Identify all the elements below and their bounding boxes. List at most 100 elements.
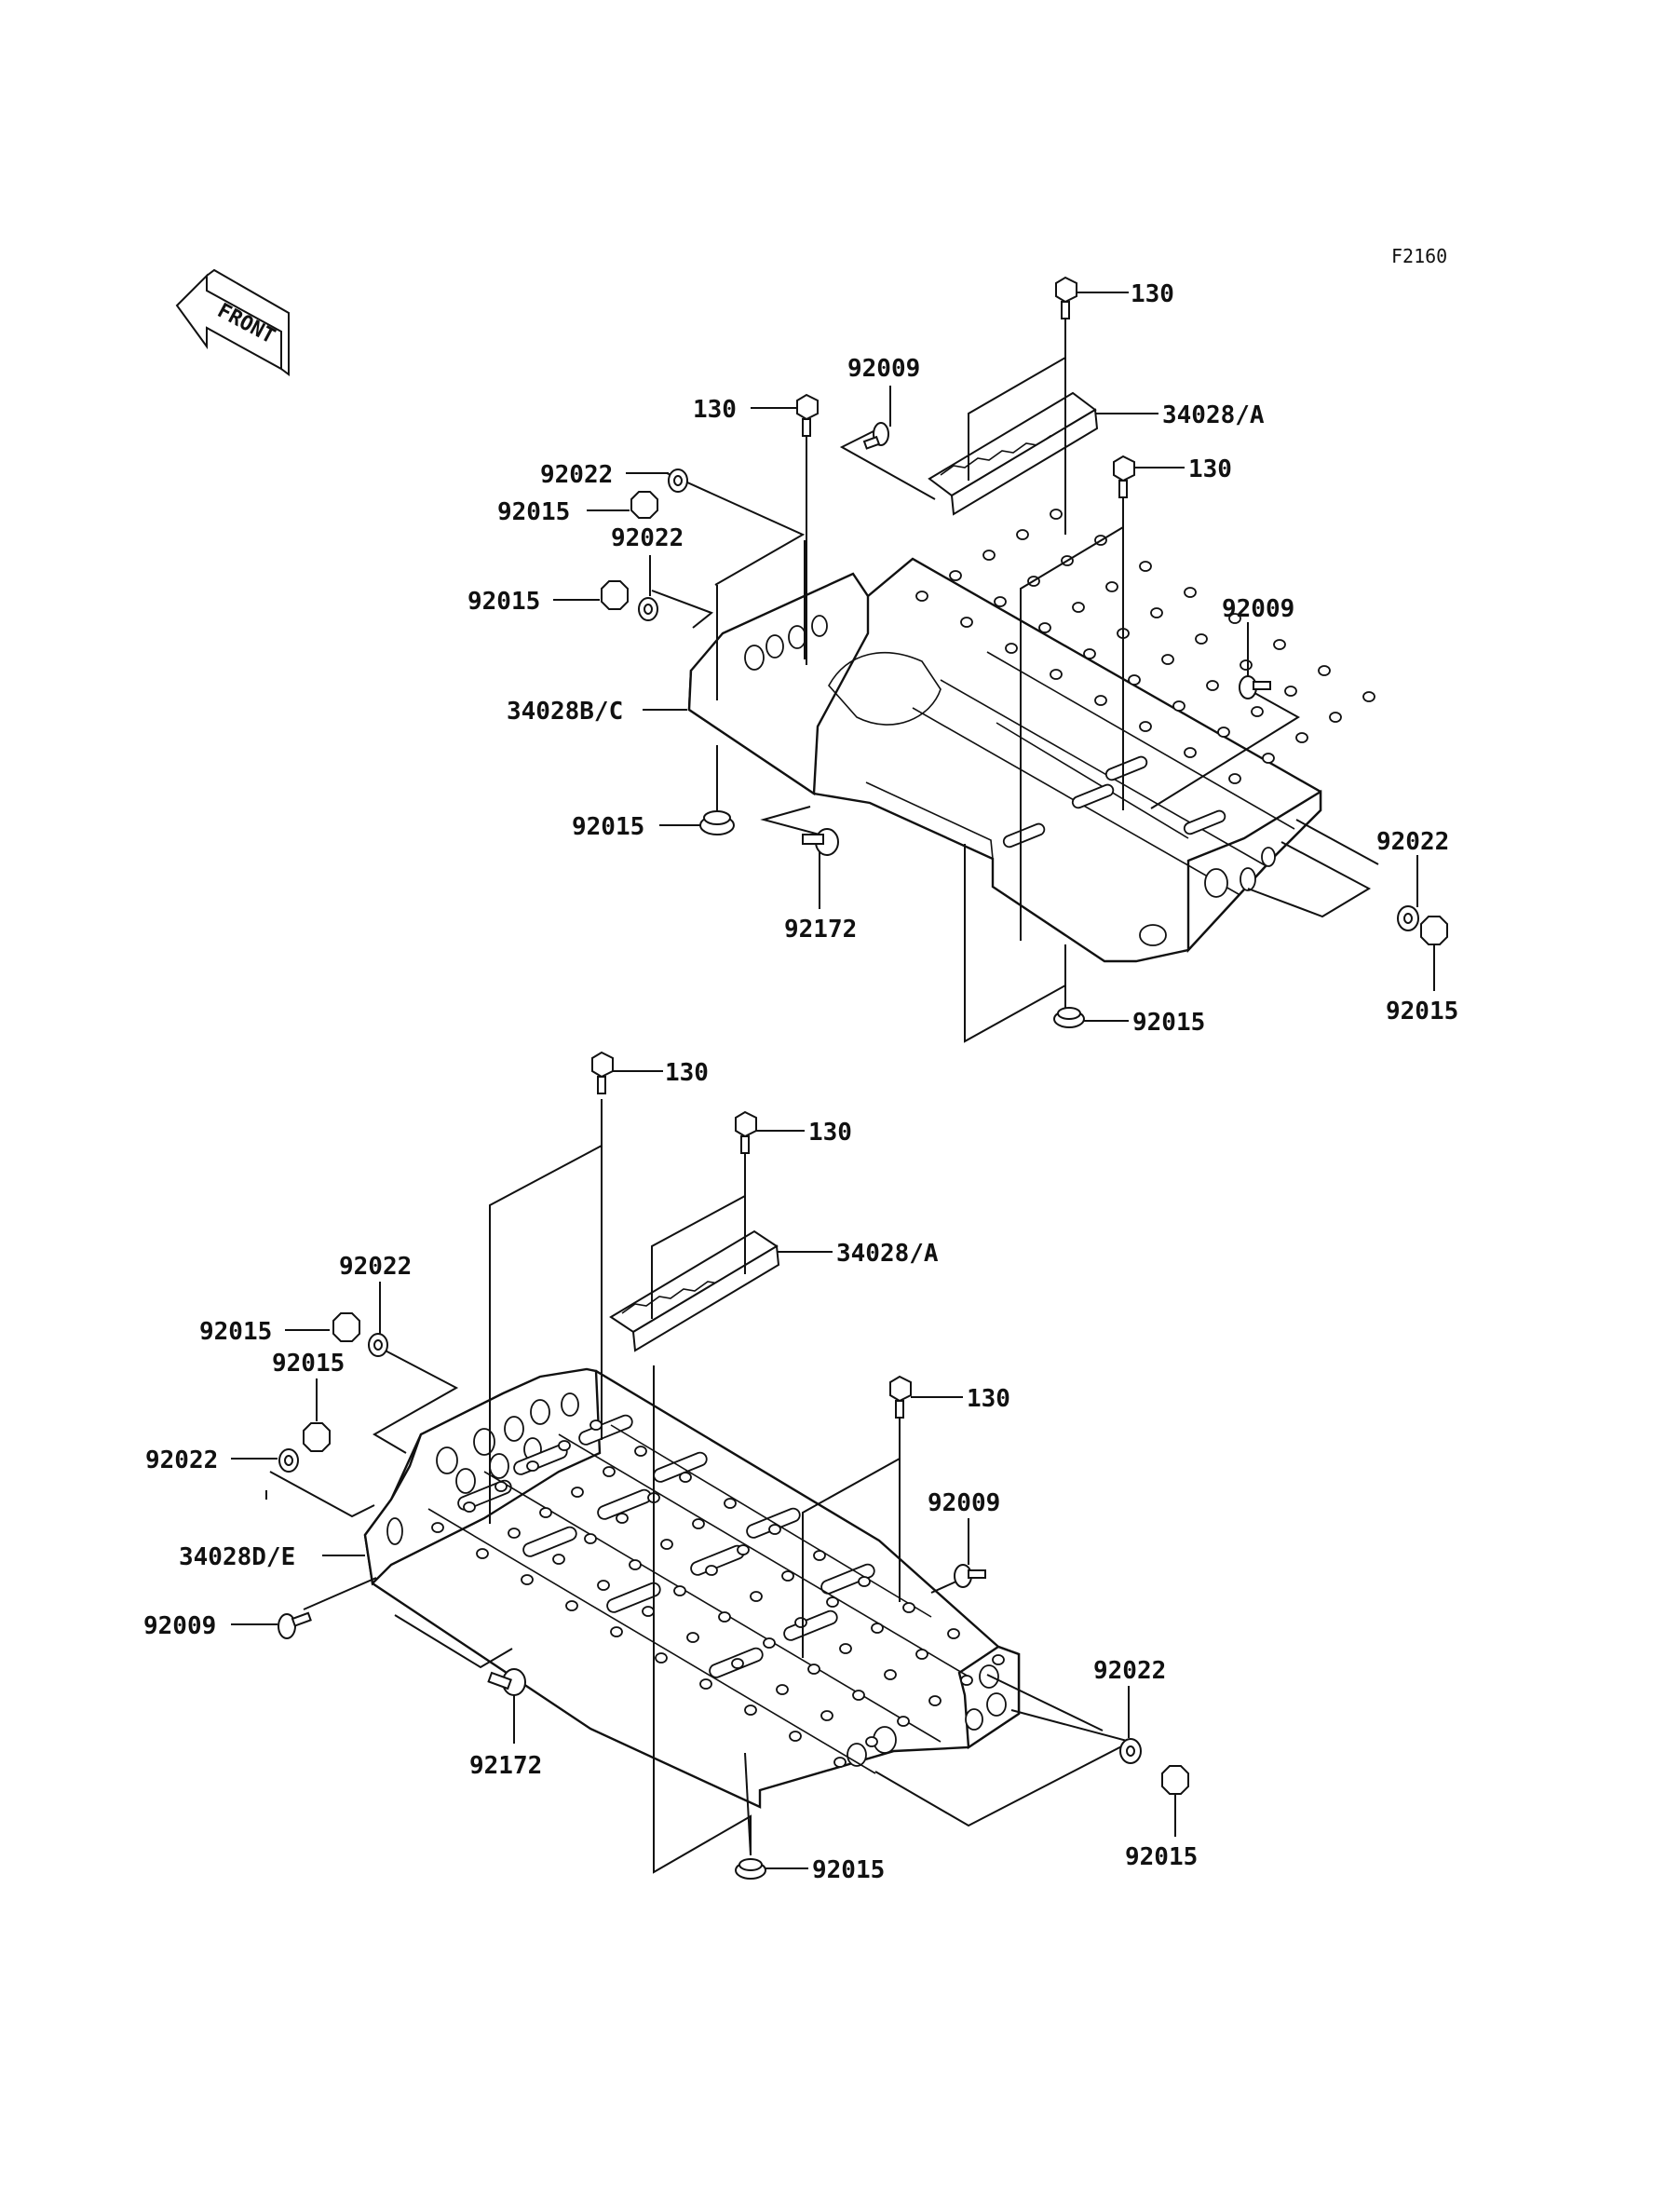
front-arrow-icon: FRONT: [175, 268, 290, 376]
lower-bolt-boss: [634, 1446, 647, 1457]
lower-bolt-boss: [794, 1617, 807, 1628]
upper-nut-left-upper-icon: [630, 491, 658, 519]
label-plate-34028bc: 34028B/C: [507, 698, 623, 726]
label-nut-92015-right: 92015: [1386, 998, 1458, 1025]
label-nut-92015-lower-right: 92015: [1125, 1843, 1198, 1871]
lower-bolt-boss: [603, 1466, 616, 1477]
lower-bolt-boss: [884, 1669, 897, 1680]
upper-bolt-boss: [1195, 633, 1208, 645]
lower-bolt-boss: [826, 1596, 839, 1608]
label-washer-92022-lower: 92022: [611, 524, 684, 552]
lower-bolt-boss: [565, 1600, 578, 1611]
lower-bolt-boss: [858, 1576, 871, 1587]
upper-bolt-boss: [1038, 622, 1051, 633]
lower-plate-slot: [606, 1582, 661, 1613]
label-nut-92015-lower-mid: 92015: [272, 1350, 345, 1378]
upper-trim-strip: [928, 391, 1099, 516]
label-bolt-130-lower-top: 130: [665, 1059, 709, 1087]
upper-clip-icon: [802, 828, 839, 856]
lower-bolt-boss: [776, 1684, 789, 1695]
lower-bolt-boss: [463, 1501, 476, 1513]
lower-bolt-boss: [673, 1585, 686, 1596]
lower-bolt-boss: [897, 1716, 910, 1727]
upper-right-side: [1186, 789, 1322, 954]
lower-bolt-boss: [724, 1498, 737, 1509]
label-washer-92022-lower-mid: 92022: [145, 1446, 218, 1474]
lower-bolt-boss: [655, 1652, 668, 1664]
lower-bolt-boss: [768, 1524, 781, 1535]
label-screw-92009-lower-left: 92009: [143, 1612, 216, 1640]
lower-bolt-boss: [871, 1623, 884, 1634]
upper-bolt-boss: [1273, 639, 1286, 650]
lower-bolt-boss: [813, 1550, 826, 1561]
lower-washer-right-icon: [1119, 1738, 1142, 1764]
lower-bolt-boss: [865, 1736, 878, 1747]
label-screw-92009-lower-right: 92009: [928, 1489, 1000, 1517]
lower-assembly: 130 130 34028/A 130 92022 92015 92015 92…: [143, 1051, 1198, 1884]
upper-bolt-left-icon: [796, 393, 819, 437]
upper-bolt-boss: [1105, 581, 1118, 592]
label-trim-34028a-lower: 34028/A: [836, 1240, 939, 1268]
upper-footwell: [828, 651, 942, 726]
upper-bolt-boss: [1016, 529, 1029, 540]
lower-plate-slot: [783, 1609, 838, 1641]
lower-nut-mid-icon: [303, 1422, 331, 1452]
upper-bolt-boss: [1206, 680, 1219, 691]
figure-code: F2160: [1391, 245, 1447, 267]
upper-bolt-boss: [1083, 648, 1096, 659]
lower-bolt-boss: [781, 1570, 794, 1582]
upper-bolt-boss: [1217, 727, 1230, 738]
upper-screw-right-icon: [1239, 675, 1271, 699]
lower-screw-right-icon: [954, 1564, 986, 1588]
lower-bolt-boss: [508, 1528, 521, 1539]
lower-bolt-boss: [521, 1574, 534, 1585]
upper-nut-right-icon: [1420, 916, 1448, 945]
upper-bolt-boss: [1094, 695, 1107, 706]
lower-bolt-right-icon: [889, 1375, 912, 1419]
lower-bolt-boss: [960, 1675, 973, 1686]
upper-bolt-boss: [1139, 561, 1152, 572]
label-clip-92172-lower: 92172: [469, 1752, 542, 1780]
upper-bolt-boss: [1184, 587, 1197, 598]
label-bolt-130-lower-mid: 130: [808, 1119, 852, 1147]
upper-screw-top-icon: [862, 422, 889, 450]
label-clip-92172: 92172: [784, 916, 857, 944]
upper-bolt-boss: [1139, 721, 1152, 732]
label-washer-92022-right: 92022: [1376, 828, 1449, 856]
lower-bolt-mid-icon: [735, 1110, 757, 1154]
lower-bolt-boss: [992, 1654, 1005, 1665]
label-bolt-130-right: 130: [1188, 455, 1232, 483]
lower-bolt-boss: [692, 1518, 705, 1529]
upper-washer-left-upper-icon: [668, 469, 688, 493]
upper-nut-left-lower-icon: [601, 580, 629, 610]
upper-bolt-boss: [1251, 706, 1264, 717]
label-bolt-130-top: 130: [1131, 280, 1174, 308]
upper-bolt-boss: [1150, 607, 1163, 618]
lower-bolt-boss: [589, 1419, 603, 1431]
lower-screw-left-icon: [278, 1611, 312, 1639]
lower-bolt-boss: [750, 1591, 763, 1602]
lower-bolt-boss: [789, 1731, 802, 1742]
upper-bolt-boss: [1240, 659, 1253, 671]
label-nut-92015-lower-top: 92015: [199, 1318, 272, 1346]
upper-bolt-boss: [1228, 773, 1241, 784]
upper-bolt-boss: [1184, 747, 1197, 758]
upper-washer-right-icon: [1397, 905, 1419, 931]
upper-bolt-boss: [949, 570, 962, 581]
lower-bolt-boss: [431, 1522, 444, 1533]
upper-bolt-boss: [1228, 613, 1241, 624]
lower-bolt-boss: [731, 1658, 744, 1669]
label-plate-34028de: 34028D/E: [179, 1543, 295, 1571]
lower-bolt-boss: [947, 1628, 960, 1639]
label-washer-92022-upper: 92022: [540, 461, 613, 489]
label-washer-92022-lower-right: 92022: [1093, 1657, 1166, 1685]
label-screw-92009-top: 92009: [847, 355, 920, 383]
lower-clip-icon: [487, 1668, 526, 1696]
lower-bolt-boss: [718, 1611, 731, 1623]
lower-bolt-boss: [552, 1554, 565, 1565]
lower-bolt-boss: [744, 1704, 757, 1716]
lower-bolt-boss: [571, 1487, 584, 1498]
lower-bolt-boss: [597, 1580, 610, 1591]
